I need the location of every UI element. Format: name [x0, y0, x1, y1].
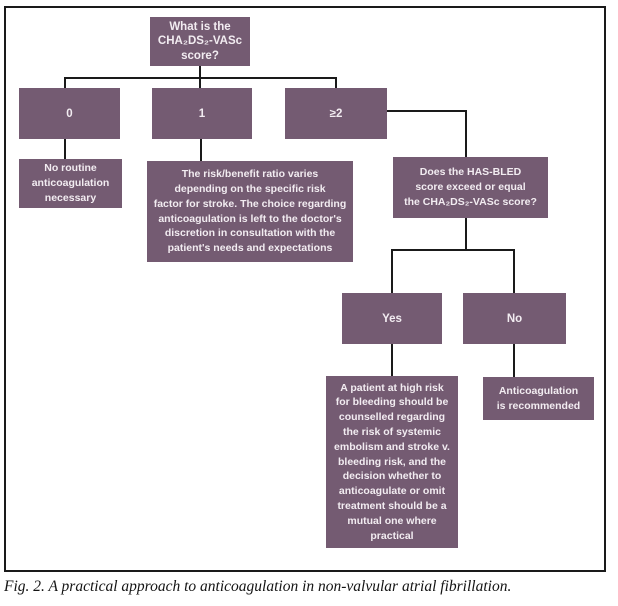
node-question-text: What is the CHA₂DS₂-VASc score?: [157, 20, 243, 62]
connector-to-yes: [391, 249, 393, 293]
node-no-routine-text: No routine anticoagulation necessary: [31, 162, 110, 204]
node-no-label: No: [506, 312, 523, 325]
connector-question-down: [199, 66, 201, 78]
node-risk-benefit-discussion: The risk/benefit ratio varies depending …: [147, 161, 353, 262]
node-anticoagulation-recommended: Anticoagulation is recommended: [483, 377, 594, 420]
node-score-ge2: ≥2: [285, 88, 387, 139]
node-score-ge2-label: ≥2: [329, 107, 343, 120]
connector-ge2-elbow-horizontal: [387, 110, 467, 112]
node-risk-benefit-text: The risk/benefit ratio varies depending …: [153, 168, 347, 255]
node-high-risk-counselling: A patient at high risk for bleeding shou…: [326, 376, 458, 548]
node-score-1: 1: [152, 88, 252, 139]
node-hasbled-text: Does the HAS-BLED score exceed or equal …: [404, 166, 537, 208]
connector-yesno-horizontal: [391, 249, 515, 251]
node-score-1-label: 1: [198, 107, 206, 120]
node-score-0: 0: [19, 88, 120, 139]
connector-0-to-noroutine: [64, 139, 66, 159]
node-no: No: [463, 293, 566, 344]
connector-branch-1: [199, 77, 201, 88]
connector-branch-0: [64, 77, 66, 88]
connector-branch-ge2: [335, 77, 337, 88]
connector-to-no: [513, 249, 515, 293]
connector-no-to-anticoag: [513, 344, 515, 377]
connector-hasbled-down: [465, 218, 467, 250]
node-yes: Yes: [342, 293, 442, 344]
figure-caption: Fig. 2. A practical approach to anticoag…: [4, 578, 512, 595]
connector-yes-to-highrisk: [391, 344, 393, 376]
connector-1-to-riskbenefit: [200, 139, 202, 161]
node-high-risk-text: A patient at high risk for bleeding shou…: [334, 381, 450, 542]
connector-ge2-elbow-vertical: [465, 110, 467, 157]
node-yes-label: Yes: [382, 312, 402, 325]
node-question-chads-vasc: What is the CHA₂DS₂-VASc score?: [150, 17, 250, 66]
node-no-routine-anticoagulation: No routine anticoagulation necessary: [19, 159, 122, 208]
node-anticoag-recommended-text: Anticoagulation is recommended: [496, 384, 581, 412]
node-score-0-label: 0: [66, 107, 73, 120]
node-hasbled-question: Does the HAS-BLED score exceed or equal …: [393, 157, 548, 218]
